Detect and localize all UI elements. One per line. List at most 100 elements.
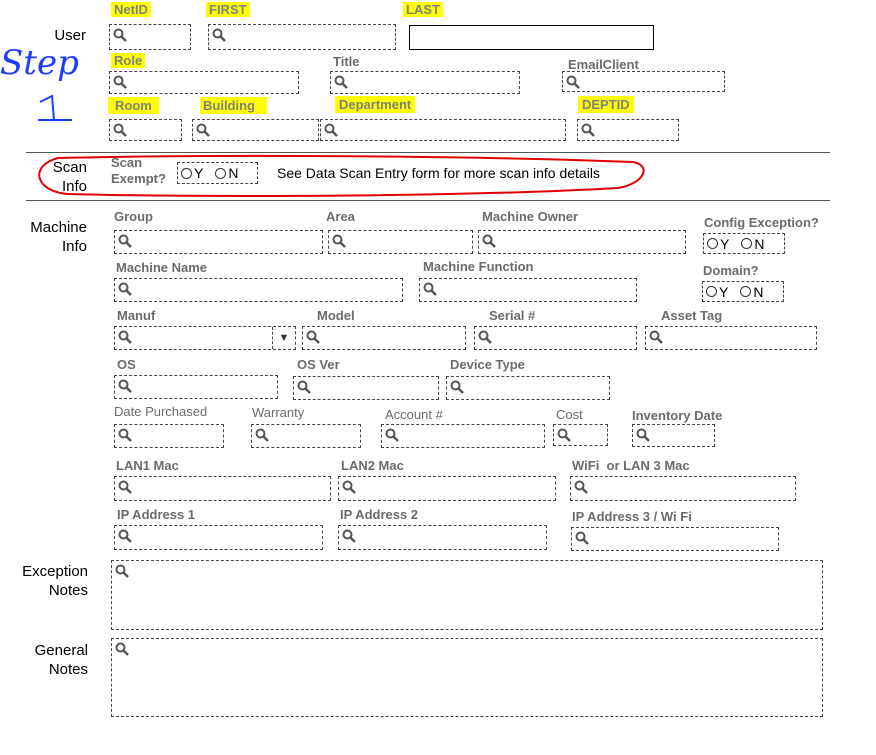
radio-icon [215, 167, 227, 179]
area-field[interactable] [328, 230, 473, 254]
serial-field[interactable] [474, 326, 637, 350]
inventory-date-field[interactable] [632, 424, 715, 447]
search-icon [306, 330, 320, 344]
role-field[interactable] [109, 71, 299, 94]
machine-owner-field[interactable] [478, 230, 686, 254]
search-icon [324, 123, 338, 137]
config-exception-no[interactable]: N [741, 236, 764, 252]
section-exception-notes-label: Exception Notes [22, 563, 88, 599]
title-label: Title [333, 54, 360, 69]
account-field[interactable] [381, 424, 545, 448]
building-label: Building [200, 97, 267, 114]
search-icon [636, 428, 650, 442]
department-field[interactable] [320, 119, 566, 141]
triangle-down-icon[interactable]: ▼ [272, 327, 295, 349]
room-label: Room [108, 97, 159, 114]
first-label: FIRST [206, 2, 250, 18]
domain-label: Domain? [703, 263, 759, 278]
scan-exempt-yes[interactable]: Y [181, 165, 203, 181]
machine-function-label: Machine Function [423, 259, 534, 274]
search-icon [118, 282, 132, 296]
ip-address-3-field[interactable] [571, 527, 779, 551]
last-name-field[interactable] [409, 25, 654, 50]
lan1-mac-label: LAN1 Mac [116, 458, 179, 473]
asset-tag-label: Asset Tag [661, 308, 723, 323]
domain-yes[interactable]: Y [706, 284, 728, 300]
ip-address-1-field[interactable] [114, 525, 323, 550]
cost-label: Cost [556, 407, 583, 422]
machine-function-field[interactable] [419, 278, 637, 302]
radio-icon [707, 238, 718, 249]
section-machine-info-label: Machine Info [30, 219, 87, 255]
section-general-notes-label: General Notes [34, 642, 88, 678]
deptid-field[interactable] [577, 119, 679, 141]
search-icon [557, 428, 571, 442]
search-icon [118, 234, 132, 248]
ip-address-2-field[interactable] [338, 525, 547, 550]
serial-label: Serial # [489, 308, 536, 323]
divider [26, 152, 830, 153]
device-type-field[interactable] [446, 376, 610, 400]
title-field[interactable] [330, 71, 520, 94]
scan-exempt-radio-group[interactable]: Y N [177, 162, 258, 184]
lan2-mac-field[interactable] [338, 476, 556, 501]
search-icon [342, 529, 356, 543]
group-label: Group [114, 209, 153, 224]
model-field[interactable] [302, 326, 466, 350]
search-icon [478, 330, 492, 344]
search-icon [115, 642, 129, 656]
role-label: Role [111, 53, 146, 69]
wifi-mac-label: WiFi or LAN 3 Mac [572, 458, 690, 473]
os-field[interactable] [114, 375, 278, 399]
os-ver-label: OS Ver [297, 357, 340, 372]
red-circle-annotation [38, 154, 645, 197]
section-scan-info-label: Scan Info [52, 159, 87, 195]
search-icon [113, 75, 127, 89]
search-icon [482, 234, 496, 248]
config-exception-yes[interactable]: Y [707, 236, 729, 252]
search-icon [342, 480, 356, 494]
netid-field[interactable] [109, 24, 191, 50]
divider [26, 200, 830, 201]
asset-tag-field[interactable] [645, 326, 817, 350]
radio-icon [706, 286, 717, 297]
cost-field[interactable] [553, 424, 608, 446]
machine-owner-label: Machine Owner [482, 209, 579, 224]
exception-notes-field[interactable] [111, 560, 823, 630]
area-label: Area [326, 209, 355, 224]
scan-exempt-no[interactable]: N [215, 165, 238, 181]
ip-address-1-label: IP Address 1 [117, 507, 196, 522]
general-notes-field[interactable] [111, 638, 823, 717]
search-icon [118, 529, 132, 543]
search-icon [196, 123, 210, 137]
search-icon [450, 380, 464, 394]
section-user-label: User [54, 27, 86, 44]
scan-note: See Data Scan Entry form for more scan i… [277, 165, 600, 181]
room-field[interactable] [109, 119, 182, 141]
lan1-mac-field[interactable] [114, 476, 331, 501]
search-icon [115, 564, 129, 578]
machine-name-label: Machine Name [116, 260, 208, 275]
search-icon [423, 282, 437, 296]
date-purchased-field[interactable] [114, 424, 224, 448]
account-label: Account # [385, 407, 443, 422]
wifi-mac-field[interactable] [570, 476, 796, 501]
search-icon [113, 28, 127, 42]
first-name-field[interactable] [208, 24, 396, 50]
domain-radio-group[interactable]: Y N [702, 281, 784, 302]
search-icon [118, 480, 132, 494]
domain-no[interactable]: N [740, 284, 763, 300]
os-ver-field[interactable] [293, 376, 439, 400]
warranty-field[interactable] [251, 424, 361, 448]
group-field[interactable] [114, 230, 323, 254]
department-label: Department [335, 96, 416, 113]
building-field[interactable] [192, 119, 319, 141]
search-icon [649, 330, 663, 344]
device-type-label: Device Type [450, 357, 525, 372]
machine-name-field[interactable] [114, 278, 403, 302]
config-exception-radio-group[interactable]: Y N [703, 233, 785, 254]
config-exception-label: Config Exception? [704, 215, 819, 230]
manuf-dropdown[interactable]: ▼ [114, 326, 296, 350]
emailclient-field[interactable] [562, 71, 725, 92]
scan-exempt-label: Scan Exempt? [111, 155, 166, 186]
